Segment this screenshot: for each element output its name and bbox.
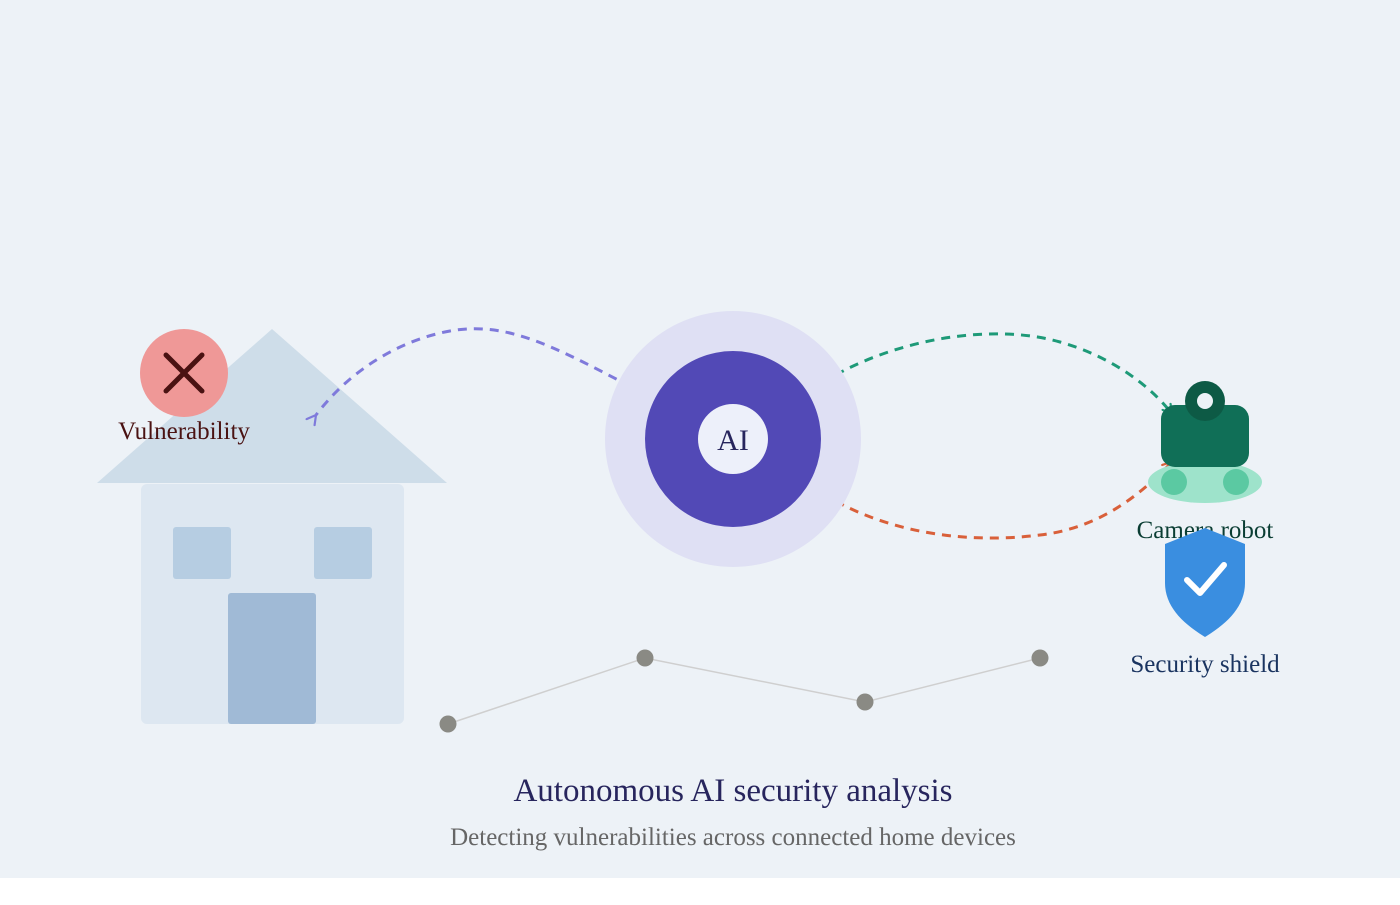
house-icon [97, 329, 447, 724]
diagram-title: Autonomous AI security analysis [513, 773, 952, 809]
shield-check-icon: Security shield [1130, 528, 1280, 678]
network-node [856, 693, 874, 711]
robot-wheel-right [1223, 469, 1249, 495]
ai-hub-core [698, 404, 768, 474]
network-node [1031, 649, 1049, 667]
network-connector-line [447, 657, 1041, 725]
network-connector [439, 649, 1049, 733]
robot-body [1161, 405, 1249, 467]
security-shield-label: Security shield [1130, 651, 1280, 678]
vulnerability-badge: Vulnerability [118, 329, 250, 445]
x-mark-icon [163, 352, 205, 394]
shield-shape [1165, 528, 1245, 637]
network-node [439, 715, 457, 733]
house-window-left [173, 527, 231, 579]
network-node [636, 649, 654, 667]
vulnerability-label: Vulnerability [118, 418, 250, 445]
robot-camera-lens [1197, 393, 1213, 409]
ai-hub-label: AI [717, 424, 749, 457]
arrow-ai-to-robot [821, 332, 1174, 414]
house-window-right [314, 527, 372, 579]
house-roof [97, 329, 447, 483]
ai-hub-icon: AI [605, 311, 861, 567]
check-mark-icon [1184, 562, 1227, 596]
diagram-subtitle: Detecting vulnerabilities across connect… [450, 824, 1016, 851]
robot-wheel-left [1161, 469, 1187, 495]
arrow-ai-to-house [316, 327, 646, 415]
camera-robot-icon: Camera robot [1137, 381, 1273, 544]
house-door [228, 593, 316, 724]
